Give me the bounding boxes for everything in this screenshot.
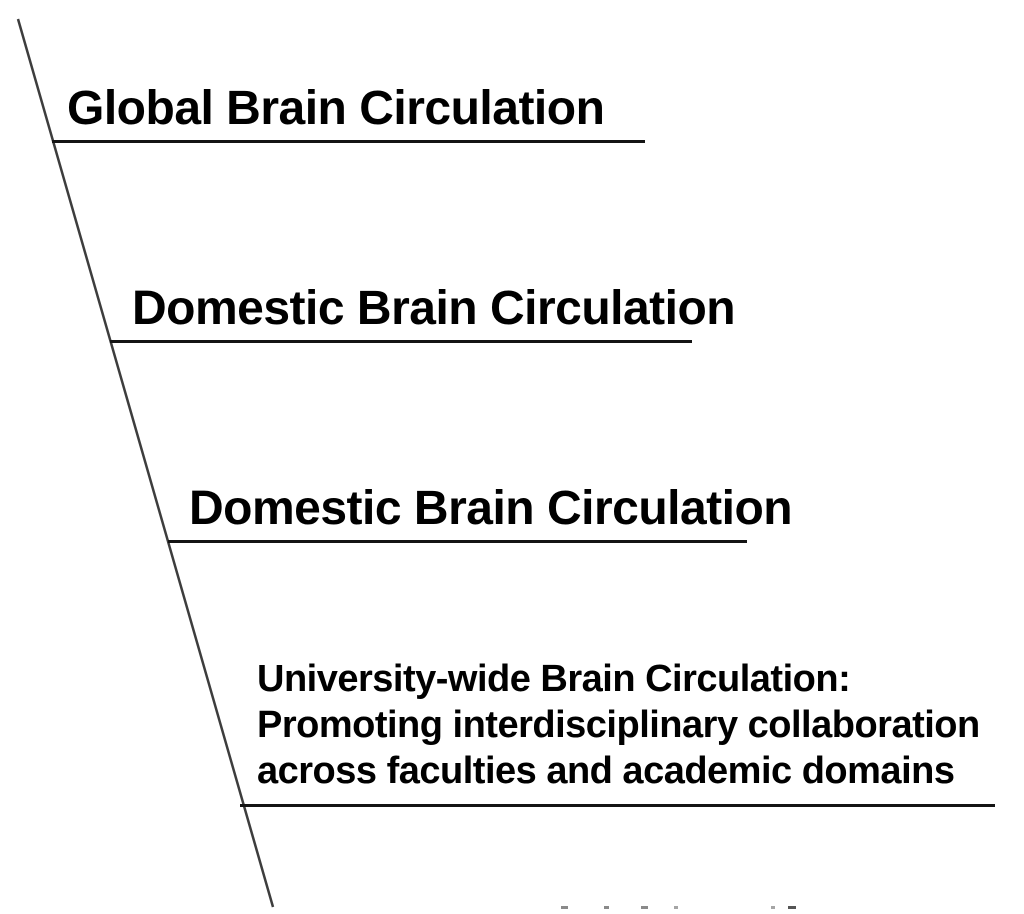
cutoff-text-fragment bbox=[0, 905, 1024, 914]
cutoff-text-fragment bbox=[641, 906, 648, 909]
cutoff-text-fragment bbox=[561, 906, 568, 909]
level-label-university-wide-line-3: across faculties and academic domains bbox=[257, 750, 955, 792]
level-label-university-wide: University-wide Brain Circulation: Promo… bbox=[257, 656, 980, 794]
level-underline-global bbox=[52, 140, 645, 143]
cutoff-text-fragment bbox=[604, 906, 609, 909]
level-label-domestic-1: Domestic Brain Circulation bbox=[132, 282, 736, 335]
level-underline-domestic-2 bbox=[168, 540, 747, 543]
level-label-university-wide-line-1: University-wide Brain Circulation: bbox=[257, 658, 851, 700]
level-label-domestic-2: Domestic Brain Circulation bbox=[189, 482, 793, 535]
level-underline-domestic-1 bbox=[110, 340, 692, 343]
level-label-global: Global Brain Circulation bbox=[67, 82, 605, 135]
cutoff-text-fragment bbox=[788, 906, 796, 909]
level-underline-university-wide bbox=[240, 804, 995, 807]
cutoff-text-fragment bbox=[771, 906, 775, 909]
cutoff-text-fragment bbox=[674, 906, 678, 909]
level-label-university-wide-line-2: Promoting interdisciplinary collaboratio… bbox=[257, 704, 980, 746]
